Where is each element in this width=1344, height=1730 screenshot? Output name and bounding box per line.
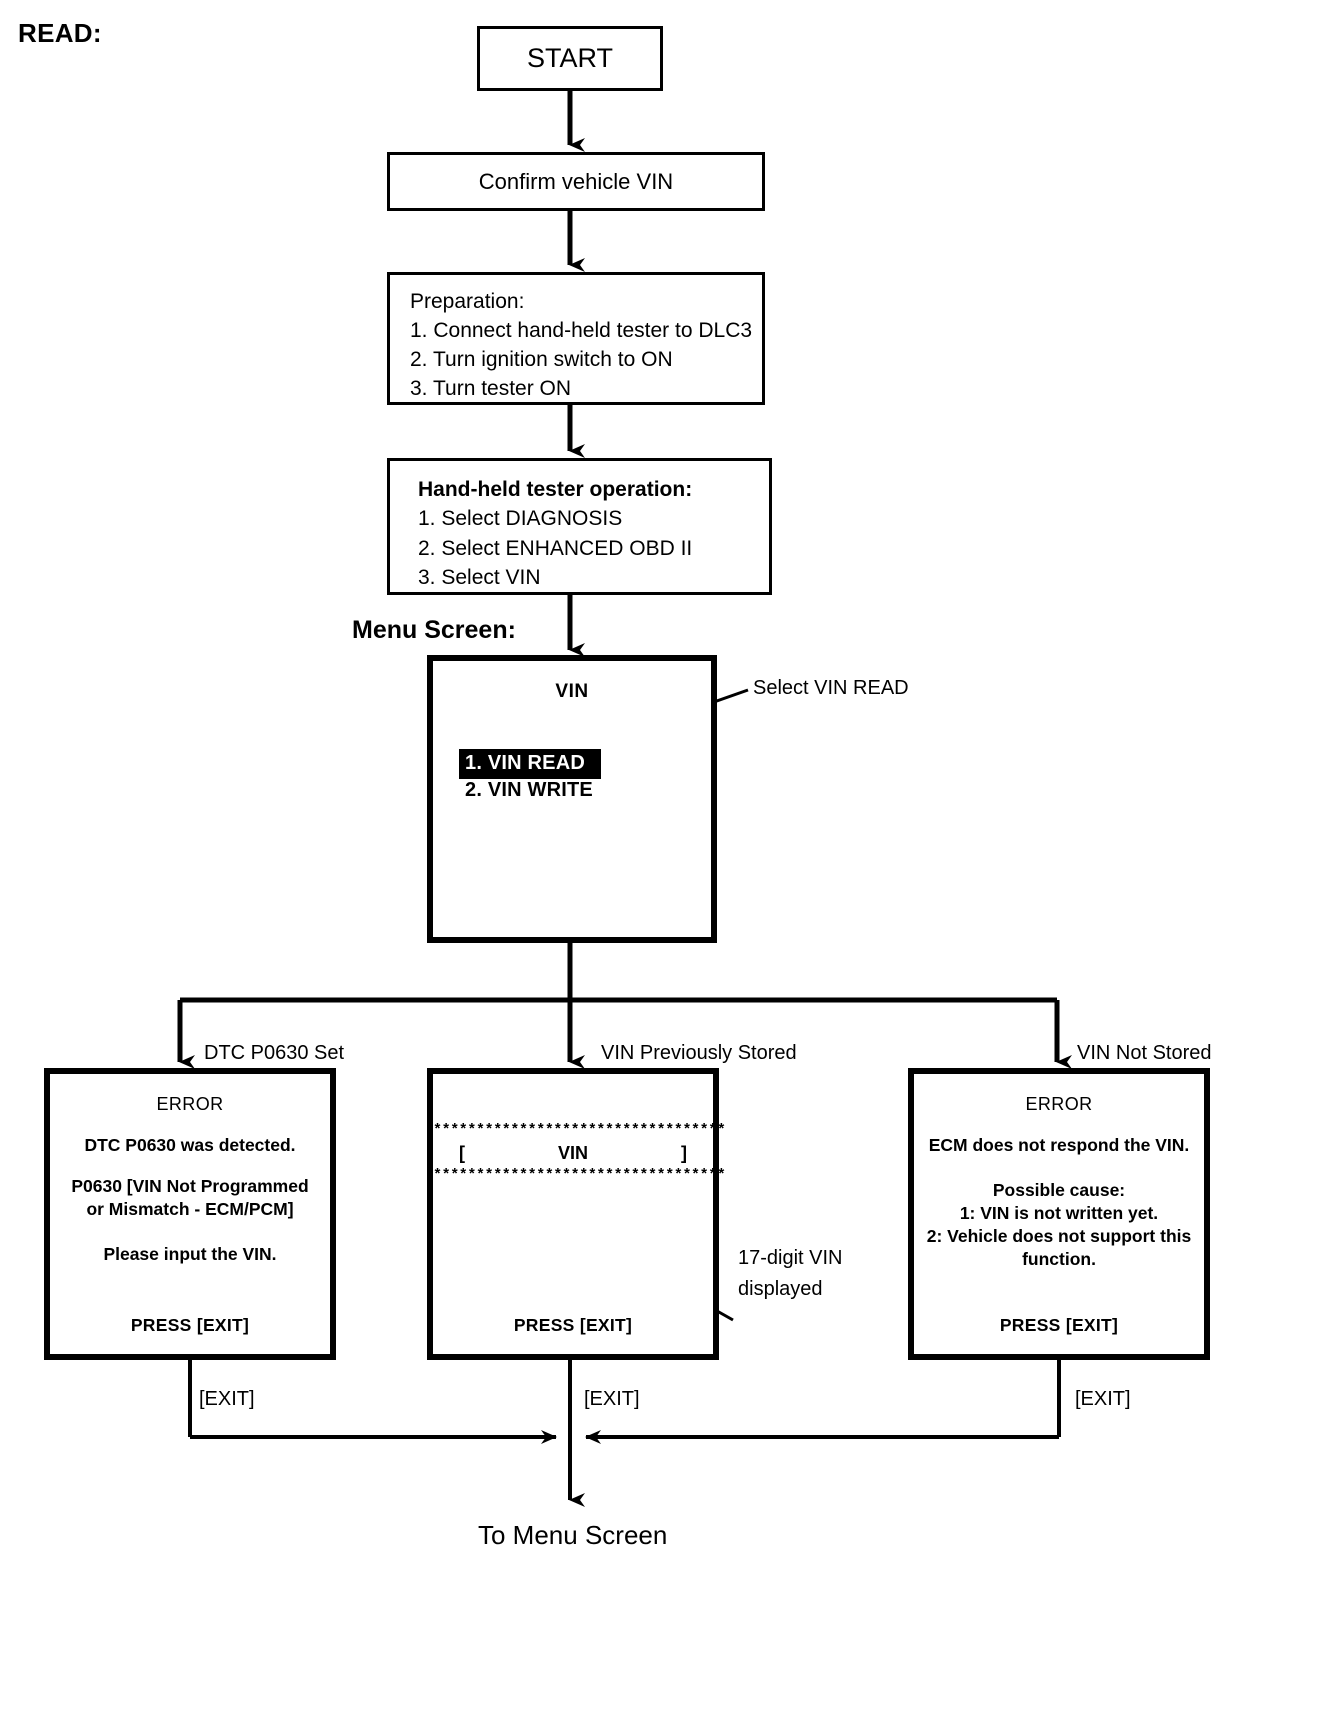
left-error-line-1: DTC P0630 was detected. — [84, 1135, 296, 1155]
right-error-title: ERROR — [1025, 1094, 1093, 1114]
tester-operation-step-1: 1. Select DIAGNOSIS — [418, 507, 623, 531]
exit-label-left: [EXIT] — [199, 1388, 255, 1410]
page-title: READ: — [18, 18, 102, 48]
menu-screen-label: Menu Screen: — [352, 616, 516, 644]
node-preparation: Preparation: 1. Connect hand-held tester… — [387, 272, 765, 405]
right-error-line-5: function. — [1022, 1249, 1096, 1269]
branch-label-vin-not-stored: VIN Not Stored — [1077, 1042, 1212, 1064]
left-error-line-2: P0630 [VIN Not Programmed — [71, 1176, 309, 1196]
right-error-line-2: Possible cause: — [992, 1180, 1126, 1200]
branch-label-vin-previously-stored: VIN Previously Stored — [601, 1042, 797, 1064]
vin-bracket-open: [ — [459, 1143, 465, 1163]
left-error-title: ERROR — [156, 1094, 224, 1114]
vin-bracket-close: ] — [680, 1143, 687, 1163]
right-error-line-4: 2: Vehicle does not support this — [926, 1226, 1192, 1246]
callout-17-digit-vin: 17-digit VIN displayed — [738, 1243, 868, 1305]
right-error-line-3: 1: VIN is not written yet. — [959, 1203, 1159, 1223]
preparation-step-2: 2. Turn ignition switch to ON — [410, 347, 673, 371]
result-screen-dtc-error: ERROR DTC P0630 was detected. P0630 [VIN… — [44, 1068, 336, 1360]
node-start: START — [477, 26, 663, 91]
menu-item-vin-write[interactable]: 2. VIN WRITE — [465, 779, 593, 801]
menu-screen-title: VIN — [555, 681, 589, 702]
callout-17-digit-vin-text: 17-digit VIN displayed — [738, 1247, 843, 1300]
exit-label-middle: [EXIT] — [584, 1388, 640, 1410]
node-start-label: START — [526, 43, 613, 73]
node-confirm-vin: Confirm vehicle VIN — [387, 152, 765, 211]
node-tester-operation: Hand-held tester operation: 1. Select DI… — [387, 458, 772, 595]
preparation-step-3: 3. Turn tester ON — [410, 376, 572, 400]
vin-value-row: [ VIN ] — [433, 1143, 713, 1164]
right-error-line-1: ECM does not respond the VIN. — [928, 1135, 1190, 1155]
tester-operation-step-2: 2. Select ENHANCED OBD II — [418, 536, 693, 560]
vin-stars-bottom: ********************************** — [433, 1167, 726, 1184]
node-confirm-vin-label: Confirm vehicle VIN — [478, 168, 674, 194]
left-press-exit: PRESS [EXIT] — [130, 1315, 250, 1335]
preparation-title: Preparation: — [410, 290, 525, 313]
tester-operation-step-3: 3. Select VIN — [418, 566, 541, 590]
left-error-line-4: Please input the VIN. — [103, 1244, 277, 1264]
vin-placeholder-label: VIN — [557, 1143, 588, 1163]
menu-item-vin-read[interactable]: 1. VIN READ — [459, 749, 602, 779]
middle-press-exit: PRESS [EXIT] — [513, 1315, 633, 1335]
footer-to-menu-screen: To Menu Screen — [478, 1520, 668, 1550]
tester-menu-screen: VIN 1. VIN READ 2. VIN WRITE — [427, 655, 717, 943]
exit-label-right: [EXIT] — [1075, 1388, 1131, 1410]
vin-stars-top: ********************************** — [433, 1122, 726, 1139]
tester-operation-title: Hand-held tester operation: — [418, 478, 693, 501]
branch-label-dtc-p0630-set: DTC P0630 Set — [204, 1042, 345, 1064]
result-screen-ecm-no-response: ERROR ECM does not respond the VIN. Poss… — [908, 1068, 1210, 1360]
left-error-line-3: or Mismatch - ECM/PCM] — [86, 1199, 294, 1219]
right-press-exit: PRESS [EXIT] — [999, 1315, 1119, 1335]
preparation-step-1: 1. Connect hand-held tester to DLC3 — [410, 318, 753, 342]
callout-select-vin-read: Select VIN READ — [753, 677, 909, 699]
result-screen-vin-display: ********************************** [ VIN… — [427, 1068, 726, 1360]
